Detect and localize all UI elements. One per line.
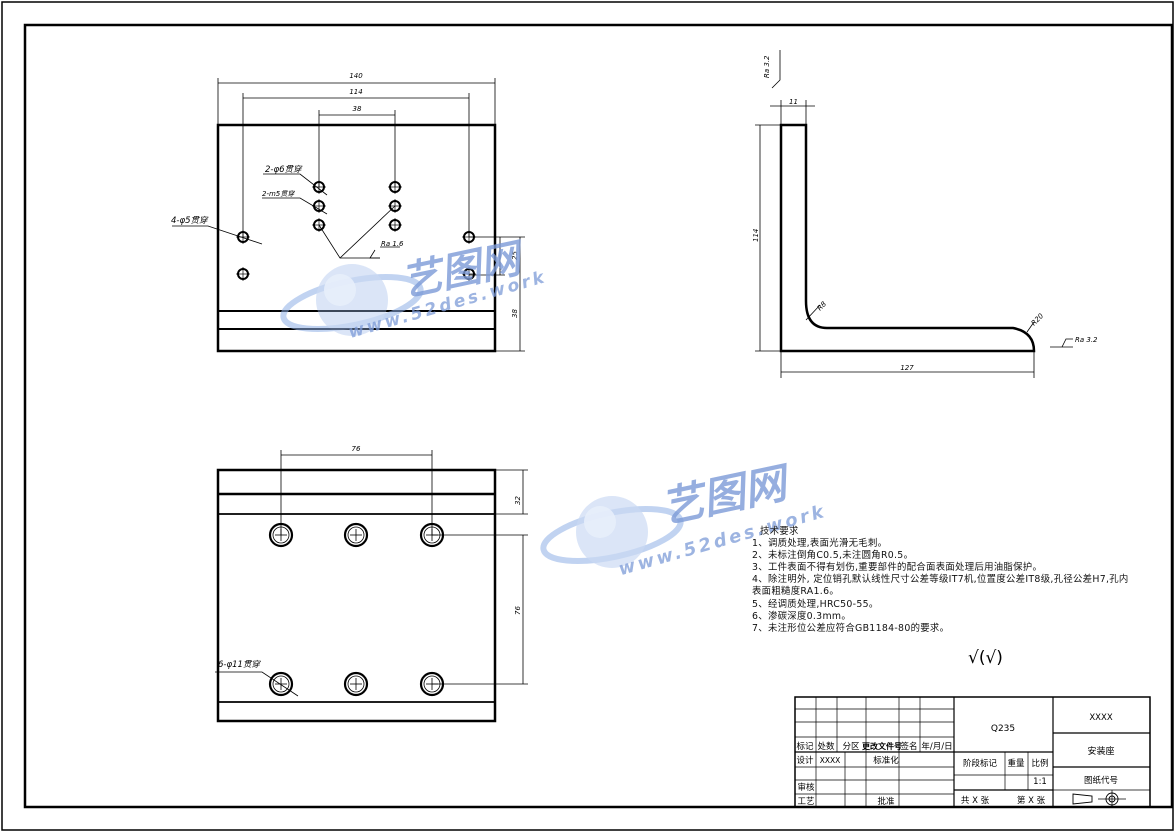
watermark-globe-icon xyxy=(280,264,424,336)
callout-2m5: 2-m5贯穿 xyxy=(262,190,295,198)
tb-drawing-no-label: 图纸代号 xyxy=(1084,775,1118,786)
callout-6phi11: 6-φ11贯穿 xyxy=(218,659,261,670)
callout-4phi5: 4-φ5贯穿 xyxy=(171,215,209,226)
tb-part-name: 安装座 xyxy=(1087,745,1114,757)
front-leaders xyxy=(172,173,400,259)
tb-zone: 分区 xyxy=(842,742,860,752)
tech-notes-title: 技术要求 xyxy=(760,526,799,537)
tech-note-item: 6、渗碳深度0.3mm。 xyxy=(752,610,851,622)
dim-127-label: 127 xyxy=(900,364,914,372)
tech-notes: 技术要求 1、调质处理,表面光滑无毛刺。 2、未标注倒角C0.5,未注圆角R0.… xyxy=(752,526,1132,635)
dim-right-vertical xyxy=(469,236,525,352)
tb-count: 处数 xyxy=(817,741,835,752)
front-view-outline xyxy=(216,123,497,353)
bottom-view: 76 32 76 6-φ11贯穿 xyxy=(215,445,528,723)
side-dims xyxy=(755,50,1073,378)
hole xyxy=(343,671,369,697)
roughness-right: Ra 3.2 xyxy=(1075,336,1098,344)
bottom-holes xyxy=(268,522,445,697)
tb-scale-value: 1:1 xyxy=(1033,777,1047,787)
hole xyxy=(462,230,476,244)
inner-border xyxy=(23,23,1174,809)
callout-2phi6: 2-φ6贯穿 xyxy=(265,164,303,175)
title-block xyxy=(794,696,1151,808)
roughness-ra16: Ra 1.6 xyxy=(381,240,404,248)
hole xyxy=(388,180,402,194)
dim-25-label: 25 xyxy=(511,251,519,260)
radius-r8: R8 xyxy=(816,300,829,313)
hole xyxy=(236,267,250,281)
hole xyxy=(268,522,294,548)
tb-design-value: XXXX xyxy=(820,756,841,765)
hole xyxy=(388,218,402,232)
dim-11-label: 11 xyxy=(789,98,798,106)
tech-note-item: 7、未注形位公差应符合GB1184-80的要求。 xyxy=(752,622,950,634)
tb-approve-label: 批准 xyxy=(877,796,895,807)
tb-mark: 标记 xyxy=(796,741,814,752)
side-dim-114-label: 114 xyxy=(752,229,760,242)
tech-note-item: 2、未标注倒角C0.5,未注圆角R0.5。 xyxy=(752,550,914,562)
radius-r20: R20 xyxy=(1030,312,1046,328)
tb-review-label: 审核 xyxy=(797,782,815,793)
bottom-view-outline xyxy=(216,468,497,723)
tech-note-item: 5、经调质处理,HRC50-55。 xyxy=(752,598,879,610)
front-view: 140 114 38 25 38 xyxy=(171,72,525,353)
dim-76-label: 76 xyxy=(352,445,361,453)
hole xyxy=(419,522,445,548)
tb-standard-label: 标准化 xyxy=(873,755,899,766)
dim-38h-label: 38 xyxy=(511,309,519,318)
tb-sign: 签名 xyxy=(900,741,917,752)
dim-114 xyxy=(242,93,470,237)
tb-material: Q235 xyxy=(991,724,1015,734)
side-view: Ra 3.2 11 114 127 R8 R20 Ra 3.2 xyxy=(752,50,1098,378)
tb-docno: 更改文件号 xyxy=(862,741,902,751)
tech-note-item: 4、除注明外, 定位销孔默认线性尺寸公差等级IT7机,位置度公差IT8级,孔径公… xyxy=(752,574,1129,598)
dim-114-label: 114 xyxy=(349,88,362,96)
tb-date: 年/月/日 xyxy=(921,741,952,752)
tb-scale-label: 比例 xyxy=(1031,758,1048,769)
tech-note-item: 1、调质处理,表面光滑无毛刺。 xyxy=(752,538,888,550)
tech-note-item: 3、工件表面不得有划伤,重要部件的配合面表面处理后用油脂保护。 xyxy=(752,562,1043,574)
tb-stage-label: 阶段标记 xyxy=(963,758,998,769)
tb-design-label: 设计 xyxy=(796,755,814,766)
tb-weight-label: 重量 xyxy=(1007,758,1025,769)
watermark-globe-icon xyxy=(540,496,684,568)
hole xyxy=(268,671,294,697)
front-holes xyxy=(236,180,476,281)
dim-32-label: 32 xyxy=(514,496,522,505)
hole xyxy=(462,267,476,281)
hole xyxy=(236,230,250,244)
dim-76v-label: 76 xyxy=(514,606,522,615)
dim-38 xyxy=(318,110,396,187)
hole xyxy=(312,180,326,194)
projection-cone-icon xyxy=(1072,793,1093,805)
dim-38-label: 38 xyxy=(353,105,362,113)
hole xyxy=(419,671,445,697)
hole xyxy=(343,522,369,548)
tb-company: XXXX xyxy=(1089,713,1112,723)
dim-140-label: 140 xyxy=(349,72,363,80)
dim-140 xyxy=(217,78,496,125)
bottom-dims xyxy=(215,450,528,697)
tb-sheet-no: 第 X 张 xyxy=(1017,795,1046,806)
roughness-symbol: √(√) xyxy=(968,648,1003,668)
title-block-text: 标记 处数 分区 更改文件号 签名 年/月/日 设计 XXXX 标准化 审核 工… xyxy=(796,713,1118,807)
tb-process-label: 工艺 xyxy=(797,797,814,807)
angle-profile xyxy=(779,123,1036,353)
tb-sheets-total: 共 X 张 xyxy=(961,796,990,806)
roughness-top: Ra 3.2 xyxy=(763,55,771,78)
